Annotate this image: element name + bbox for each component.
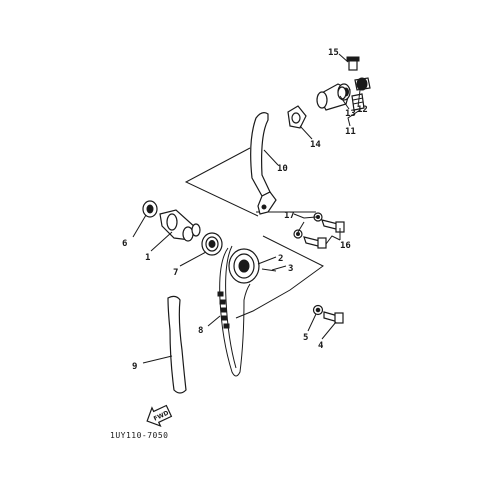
bolt-part-4 [323,311,344,324]
forward-arrow-icon: FWD [146,404,173,427]
callout-16: 16 [340,241,351,251]
gasket-part-13 [337,86,347,100]
callout-labels: 15 13 12 11 14 10 17 16 6 1 7 2 3 8 5 4 … [122,48,368,372]
callout-4: 4 [318,341,324,351]
callout-9: 9 [132,362,137,372]
callout-12: 12 [357,105,368,115]
callout-3: 3 [288,264,293,274]
callout-11: 11 [345,127,356,137]
cam-sprocket-part-2 [228,248,260,284]
washer-part-5 [312,304,324,316]
washer-part-17 [293,212,323,239]
cam-chain-part-8 [217,245,251,377]
callout-13: 13 [345,109,356,119]
bolt-part-15 [346,56,360,71]
camshaft-part-1 [159,209,201,242]
bearing-part-6 [142,200,158,218]
callout-15: 15 [328,48,339,58]
callout-17: 17 [284,211,295,221]
callout-5: 5 [303,333,308,343]
callout-8: 8 [198,326,203,336]
callout-14: 14 [310,140,321,150]
chain-guide-part-9 [167,295,187,394]
bearing-part-7 [201,232,223,256]
gasket-part-14 [287,105,307,129]
cap-bolt-part-12 [351,77,371,111]
callout-7: 7 [173,268,178,278]
bolt-part-16 [303,219,345,249]
leader-lines [132,53,361,364]
diagram-code: 1UY110-7050 [110,431,168,440]
callout-10: 10 [277,164,288,174]
callout-1: 1 [145,253,150,263]
callout-2: 2 [278,254,283,264]
callout-6: 6 [122,239,127,249]
pin-part-3 [261,268,277,272]
chain-guide-part-10 [250,112,277,215]
